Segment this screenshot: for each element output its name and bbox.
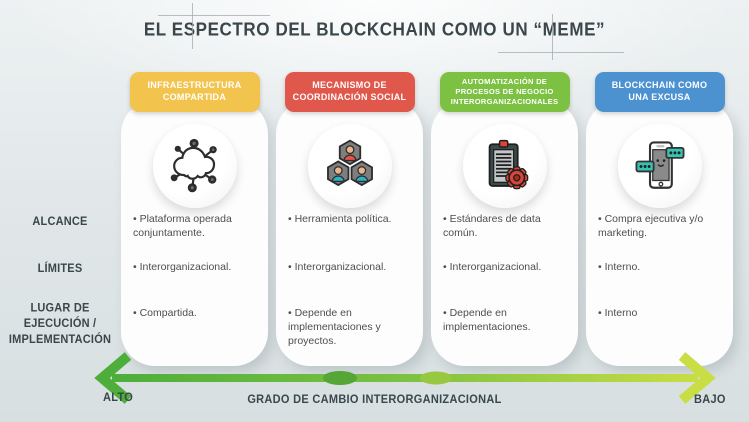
- cell-limites: Interorganizacional.: [288, 260, 415, 274]
- column-card-automatizacion: AUTOMATIZACIÓN DE PROCESOS DE NEGOCIO IN…: [431, 72, 578, 366]
- crop-mark-line: [158, 15, 270, 16]
- cell-alcance: Estándares de data común.: [443, 212, 570, 240]
- arrow-head-right: [678, 352, 716, 404]
- page-title: EL ESPECTRO DEL BLOCKCHAIN COMO UN “MEME…: [143, 19, 606, 40]
- cell-lugar: Interno: [598, 306, 725, 320]
- arrow-shaft: [112, 374, 698, 382]
- cell-limites: Interorganizacional.: [443, 260, 570, 274]
- column-header-badge: INFRAESTRUCTURA COMPARTIDA: [129, 72, 260, 112]
- column-header-badge: BLOCKCHAIN COMO UNA EXCUSA: [594, 72, 725, 112]
- crop-mark-line: [192, 3, 193, 49]
- arrow-node: [420, 371, 452, 385]
- cloud-network-icon: [170, 138, 217, 193]
- axis-label-center: GRADO DE CAMBIO INTERORGANIZACIONAL: [247, 393, 502, 407]
- cell-alcance: Plataforma operada conjuntamente.: [133, 212, 260, 240]
- axis-label-bajo: BAJO: [694, 393, 726, 407]
- cell-alcance: Compra ejecutiva y/o marketing.: [598, 212, 725, 240]
- cell-lugar: Depende en implementaciones y proyectos.: [288, 306, 415, 349]
- arrow-head-left: [94, 352, 132, 404]
- crop-mark-line: [498, 52, 624, 53]
- column-card-infraestructura: INFRAESTRUCTURA COMPARTIDA Plataforma op…: [121, 72, 268, 366]
- column-card-excusa: BLOCKCHAIN COMO UNA EXCUSA Co: [586, 72, 733, 366]
- icon-circle: [617, 124, 702, 208]
- row-label-lugar: LUGAR DE EJECUCIÓN / IMPLEMENTACIÓN: [8, 301, 112, 346]
- phone-chat-icon: [635, 141, 684, 189]
- column-card-coordinacion: MECANISMO DE COORDINACIÓN SOCIAL Herrami…: [276, 72, 423, 366]
- row-label-limites: LÍMITES: [37, 262, 83, 276]
- row-label-alcance: ALCANCE: [32, 215, 88, 229]
- column-header-badge: MECANISMO DE COORDINACIÓN SOCIAL: [284, 72, 415, 112]
- icon-circle: [152, 124, 237, 208]
- cell-alcance: Herramienta política.: [288, 212, 415, 226]
- icon-circle: [307, 124, 392, 208]
- crop-mark-line: [552, 14, 553, 60]
- cell-limites: Interorganizacional.: [133, 260, 260, 274]
- icon-circle: [462, 124, 547, 208]
- cell-lugar: Depende en implementaciones.: [443, 306, 570, 334]
- column-header-badge: AUTOMATIZACIÓN DE PROCESOS DE NEGOCIO IN…: [439, 72, 570, 112]
- clipboard-gear-icon: [488, 139, 528, 190]
- cell-limites: Interno.: [598, 260, 725, 274]
- spectrum-arrow: [94, 352, 716, 404]
- cell-lugar: Compartida.: [133, 306, 260, 320]
- arrow-node: [323, 371, 357, 385]
- axis-label-alto: ALTO: [103, 391, 134, 405]
- team-hexagons-icon: [326, 139, 373, 187]
